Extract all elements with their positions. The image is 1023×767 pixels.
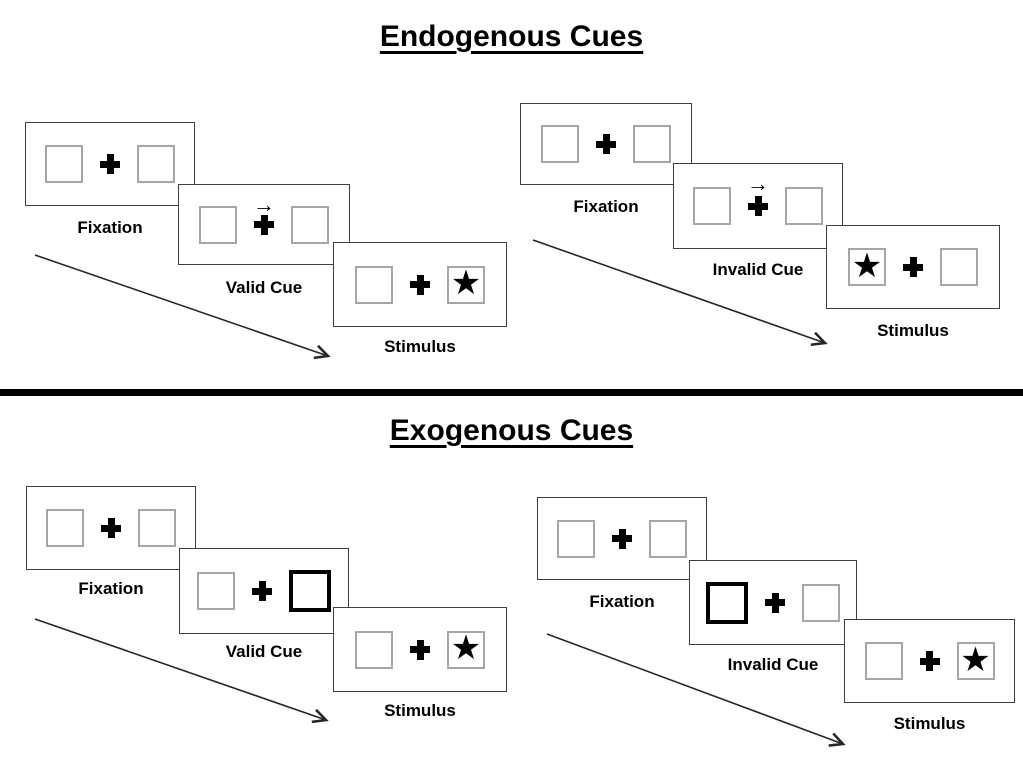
star-icon: ★ [960, 640, 991, 679]
right-box [802, 583, 840, 622]
left-box-highlighted [706, 581, 748, 624]
right-box-target: ★ [447, 629, 485, 669]
left-box-target: ★ [848, 248, 886, 286]
step-label: Stimulus [384, 701, 456, 720]
exogenous-valid-cue-card [179, 548, 349, 634]
fixation-cross-icon [594, 104, 618, 184]
right-box [940, 248, 978, 286]
right-box-target: ★ [447, 264, 485, 304]
endogenous-invalid-cue-card: → [673, 163, 843, 249]
section-title-exogenous: Exogenous Cues [389, 414, 634, 447]
left-box [541, 125, 579, 163]
step-label: Invalid Cue [727, 655, 819, 674]
step-label: Stimulus [893, 714, 966, 733]
left-box [864, 642, 903, 680]
left-box [355, 265, 393, 304]
endogenous-valid-fixation-card [25, 122, 195, 206]
exogenous-invalid-cue-card [689, 560, 857, 645]
left-box [197, 572, 235, 610]
exogenous-invalid-fixation-card [537, 497, 707, 580]
endogenous-invalid-stimulus-card: ★ [826, 225, 1000, 309]
exogenous-valid-fixation-card [26, 486, 196, 570]
step-label: Valid Cue [225, 642, 303, 661]
left-box [557, 519, 595, 558]
star-icon: ★ [851, 246, 883, 285]
endogenous-valid-cue-card: → [178, 184, 350, 265]
right-box [138, 509, 176, 547]
right-box [291, 205, 329, 244]
left-box [199, 205, 237, 244]
step-label: Stimulus [877, 321, 949, 340]
left-box [693, 187, 731, 225]
step-label: Fixation [589, 592, 655, 611]
fixation-cross-icon [98, 123, 122, 205]
fixation-cross-icon [763, 561, 787, 644]
right-box [649, 519, 687, 558]
step-label: Valid Cue [225, 278, 303, 297]
section-divider [0, 389, 1023, 396]
timeline-arrow-endogenous-valid [34, 254, 331, 360]
endogenous-invalid-fixation-card [520, 103, 692, 185]
step-label: Fixation [573, 197, 639, 216]
left-box [355, 630, 393, 669]
right-box-highlighted [289, 570, 331, 612]
exogenous-valid-stimulus-card: ★ [333, 607, 507, 692]
step-label: Invalid Cue [712, 260, 804, 279]
right-box-target: ★ [956, 640, 995, 680]
endogenous-valid-stimulus-card: ★ [333, 242, 507, 327]
exogenous-invalid-stimulus-card: ★ [844, 619, 1015, 703]
fixation-cross-icon [610, 498, 634, 579]
step-label: Stimulus [384, 337, 456, 356]
fixation-cross-icon [918, 620, 942, 702]
timeline-arrow-endogenous-invalid [532, 239, 828, 347]
timeline-arrow-exogenous-valid [34, 618, 329, 724]
left-box [45, 145, 83, 183]
fixation-cross-icon [250, 549, 274, 633]
fixation-cross-icon [408, 608, 432, 691]
cue-right-arrow-icon: → [253, 192, 275, 217]
fixation-cross-icon [408, 243, 432, 326]
timeline-arrow-exogenous-invalid [546, 633, 846, 747]
fixation-cross-icon [99, 487, 123, 569]
right-box [137, 145, 175, 183]
star-icon: ★ [450, 629, 482, 667]
cue-right-arrow-icon: → [747, 171, 769, 196]
step-label: Fixation [77, 218, 143, 237]
fixation-cross-icon: → [252, 185, 276, 264]
section-title-endogenous: Endogenous Cues [379, 20, 644, 53]
right-box [785, 187, 823, 225]
left-box [46, 509, 84, 547]
fixation-cross-icon [901, 226, 925, 308]
fixation-cross-icon: → [746, 164, 770, 248]
step-label: Fixation [78, 579, 144, 598]
right-box [633, 125, 671, 163]
star-icon: ★ [450, 264, 482, 302]
